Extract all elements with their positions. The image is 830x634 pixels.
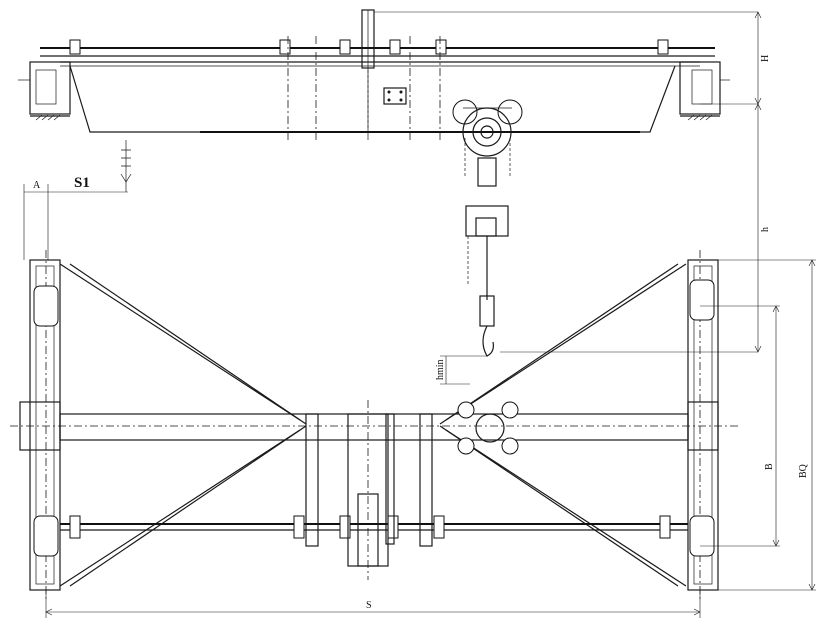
end-wheels [33, 279, 715, 557]
plan-view: B BQ S [10, 250, 816, 618]
shaft-couplings [69, 39, 669, 55]
s1-dimension: S1 A [23, 140, 132, 260]
elevation-view: H h hmin [18, 9, 771, 385]
dim-hmin-label: hmin [435, 359, 446, 380]
hoist-trolley [452, 99, 523, 357]
dim-S-label: S [366, 600, 372, 611]
drive-couplings [69, 515, 671, 539]
dim-A-label: A [33, 180, 41, 191]
dim-BQ-label: BQ [798, 463, 809, 478]
dim-h-label: h [760, 227, 771, 232]
dim-H-label: H [760, 55, 771, 62]
dim-B-label: B [764, 463, 775, 470]
dim-S1-label: S1 [74, 175, 90, 191]
